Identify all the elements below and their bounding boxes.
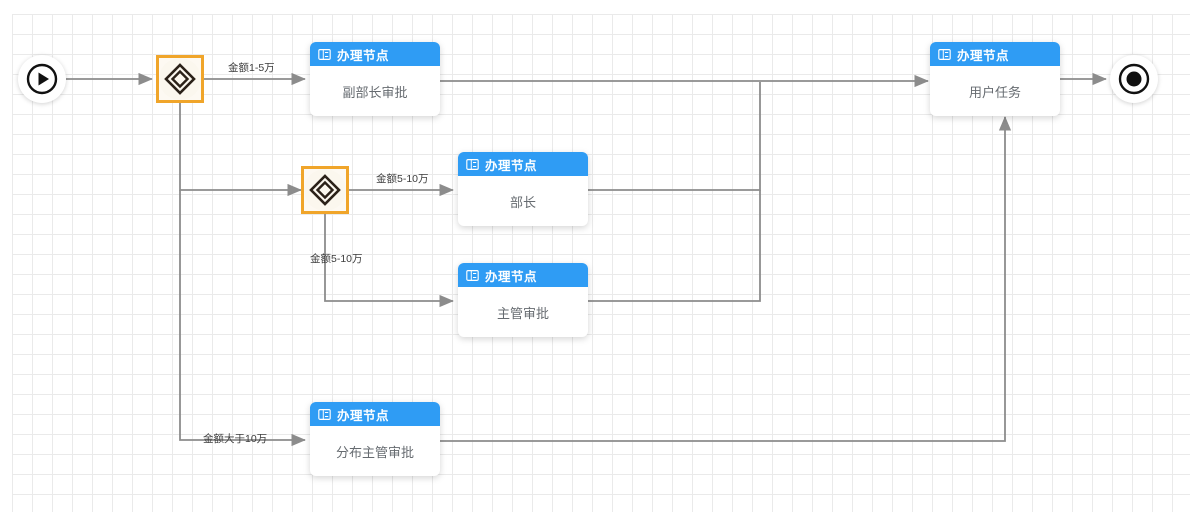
gateway-1[interactable] <box>156 55 204 103</box>
edge-label-amount-5-10-top: 金额5-10万 <box>376 173 429 185</box>
task-node-buzhang[interactable]: 办理节点 部长 <box>458 152 588 226</box>
start-event[interactable] <box>18 55 66 103</box>
form-node-icon <box>318 48 331 60</box>
task-header: 办理节点 <box>310 402 440 426</box>
gateway-2-circle <box>304 169 346 211</box>
task-label: 用户任务 <box>968 84 1021 100</box>
diamond-gateway-icon <box>309 174 341 206</box>
task-label: 主管审批 <box>496 305 549 321</box>
edge-label-amount-5-10-bottom: 金额5-10万 <box>310 253 363 265</box>
task-header-label: 办理节点 <box>337 408 390 423</box>
task-header-label: 办理节点 <box>337 48 390 63</box>
play-circle-icon <box>26 63 58 95</box>
end-event[interactable] <box>1110 55 1158 103</box>
edge-label-amount-1-5: 金额1-5万 <box>228 62 275 74</box>
task-node-yonghu-renwu[interactable]: 办理节点 用户任务 <box>930 42 1060 116</box>
task-node-zhuguan[interactable]: 办理节点 主管审批 <box>458 263 588 337</box>
task-label: 分布主管审批 <box>335 444 414 460</box>
form-node-icon <box>466 269 479 281</box>
task-header: 办理节点 <box>458 263 588 287</box>
task-header-label: 办理节点 <box>485 269 538 284</box>
filled-circle-icon <box>1118 63 1150 95</box>
task-header-label: 办理节点 <box>485 158 538 173</box>
task-label: 部长 <box>509 194 536 210</box>
gateway-1-circle <box>159 58 201 100</box>
edge-label-amount-over-10: 金额大于10万 <box>203 433 268 445</box>
diamond-gateway-icon <box>164 63 196 95</box>
task-header: 办理节点 <box>930 42 1060 66</box>
gateway-2[interactable] <box>301 166 349 214</box>
task-node-fenbu-zhuguan[interactable]: 办理节点 分布主管审批 <box>310 402 440 476</box>
task-header: 办理节点 <box>458 152 588 176</box>
task-header-label: 办理节点 <box>957 48 1010 63</box>
form-node-icon <box>938 48 951 60</box>
form-node-icon <box>466 158 479 170</box>
task-label: 副部长审批 <box>342 84 408 100</box>
task-node-fubuzhang[interactable]: 办理节点 副部长审批 <box>310 42 440 116</box>
form-node-icon <box>318 408 331 420</box>
task-header: 办理节点 <box>310 42 440 66</box>
